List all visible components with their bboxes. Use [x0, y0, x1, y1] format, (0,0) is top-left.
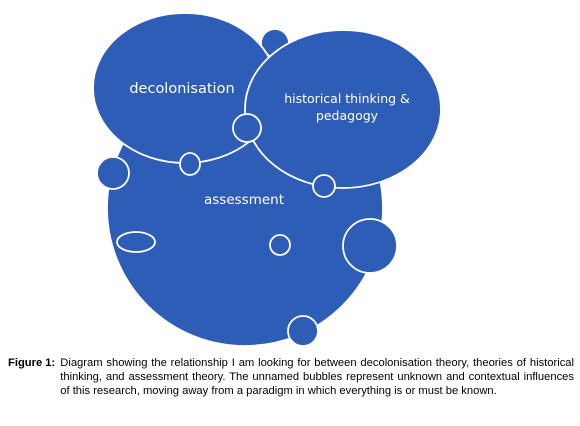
figure-caption: Figure 1: Diagram showing the relationsh… — [8, 356, 574, 398]
label-historical-thinking-line1: historical thinking & — [284, 91, 410, 106]
label-assessment: assessment — [204, 192, 284, 208]
small-bubble-under-historical — [312, 174, 336, 198]
small-bubble-center — [269, 234, 291, 256]
small-bubble-under-decolonisation — [179, 152, 201, 176]
label-historical-thinking-line2: pedagogy — [316, 108, 379, 123]
label-decolonisation: decolonisation — [129, 81, 234, 97]
small-bubble-intersection — [232, 113, 262, 143]
small-bubble-left — [96, 156, 130, 190]
caption-text: Diagram showing the relationship I am lo… — [60, 357, 574, 397]
caption-label: Figure 1: — [8, 357, 56, 369]
historical-thinking-bubble — [244, 29, 442, 189]
bubble-diagram: decolonisation historical thinking & ped… — [92, 12, 442, 347]
small-bubble-right — [342, 218, 398, 274]
small-bubble-ellipse-left — [116, 231, 156, 253]
small-bubble-bottom — [287, 315, 319, 347]
